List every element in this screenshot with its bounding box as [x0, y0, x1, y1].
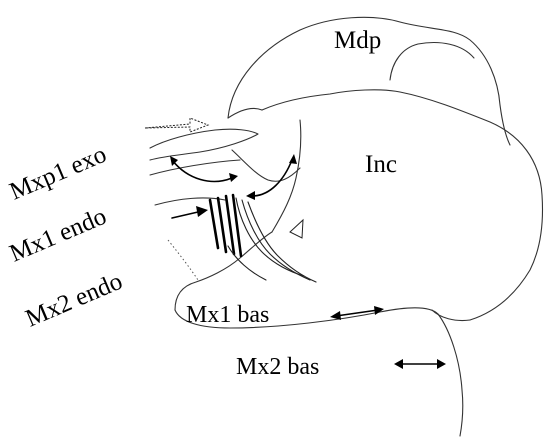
- mxp1-exo-lower: [150, 160, 240, 175]
- label-mxp1-exo: Mxp1 exo: [6, 141, 111, 206]
- mx1-endo-arrow: [172, 212, 198, 218]
- label-mdp: Mdp: [334, 27, 381, 54]
- endo-arrowhead-right: [289, 154, 297, 164]
- mx2-bas-arrowhead-right: [437, 359, 446, 369]
- exo-arrowhead-right: [229, 173, 238, 182]
- label-mx2-bas: Mx2 bas: [236, 354, 319, 380]
- mandible-inner-lobe: [390, 43, 474, 80]
- label-inc: Inc: [365, 151, 397, 178]
- incisor-lower-edge: [432, 310, 470, 321]
- setae-bundle: [210, 195, 241, 256]
- mx1-endo-outline: [155, 198, 225, 205]
- mx2-endo-dotted: [168, 240, 198, 280]
- incisor-outline: [262, 90, 543, 320]
- mxp1-exo-outline: [150, 129, 258, 160]
- label-mx1-bas: Mx1 bas: [186, 302, 269, 328]
- exo-movement-arrow-icon: [145, 118, 208, 132]
- mandible-ridge: [228, 108, 262, 118]
- inner-curve: [272, 120, 301, 232]
- label-mx2-endo: Mx2 endo: [22, 268, 127, 333]
- mx1-bas-arrowhead-right: [374, 306, 384, 315]
- mx1-endo-arrowhead: [196, 206, 208, 217]
- mx2-bas-outline: [438, 314, 463, 436]
- exo-double-arrow: [172, 160, 232, 181]
- mx1-bas-arrow: [336, 310, 378, 316]
- setae-trail-1: [236, 198, 304, 276]
- endo-arrowhead-left: [246, 191, 255, 200]
- mx2-bas-arrowhead-left: [394, 359, 403, 369]
- label-mx1-endo: Mx1 endo: [6, 203, 111, 268]
- triangle-marker-icon: [290, 220, 303, 238]
- mx1-bas-arrowhead-left: [330, 311, 341, 320]
- endo-double-arrow: [252, 160, 292, 196]
